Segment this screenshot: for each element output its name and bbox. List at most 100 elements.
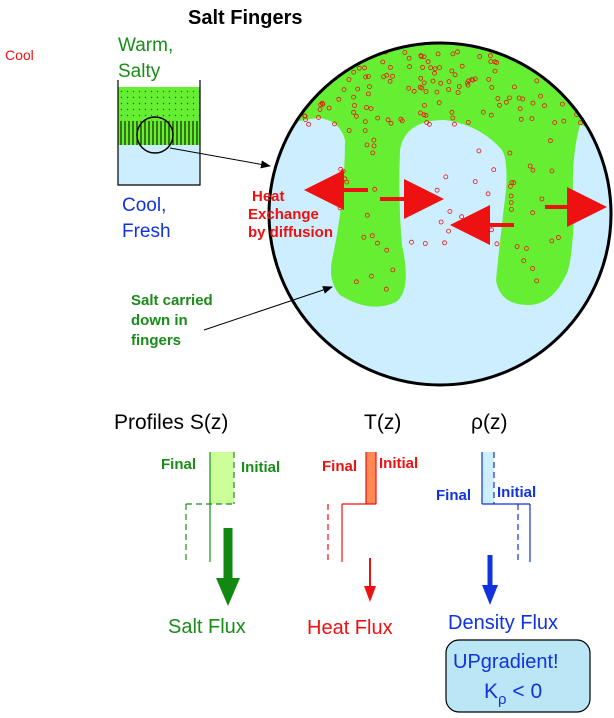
salt-particle	[477, 54, 483, 59]
salt-particle	[302, 113, 308, 119]
salt-particle	[464, 80, 470, 86]
salt-particle	[423, 89, 429, 94]
salt-particle	[330, 47, 336, 53]
beaker-bottom-label-line2: Fresh	[122, 221, 171, 242]
salt-particle	[304, 52, 309, 58]
salt-particle	[390, 73, 395, 79]
salt-particle	[351, 69, 357, 75]
salt-particle	[530, 100, 536, 106]
salt-particle	[294, 75, 300, 81]
salt-particle	[524, 245, 529, 251]
salt-particle	[367, 84, 372, 89]
diagram-title: Salt Fingers	[188, 7, 302, 29]
salt-particle	[370, 150, 376, 156]
beaker-top-label-line1: Warm,	[118, 35, 173, 56]
salt-particle	[352, 103, 357, 108]
heat-label-line2: Exchange	[248, 206, 319, 223]
salt-particle	[326, 105, 332, 111]
salt-flux-label: Salt Flux	[168, 616, 246, 638]
callout-k-expression: Kρ < 0	[484, 680, 542, 708]
salt-particle	[455, 90, 461, 95]
salt-particle	[369, 233, 375, 239]
salt-particle	[565, 55, 571, 61]
salt-particle	[380, 59, 386, 65]
salt-particle	[485, 191, 491, 197]
salt-particle	[452, 72, 458, 78]
salt-particle	[508, 193, 514, 199]
salt-particle	[446, 79, 452, 84]
callout-line1: UPgradient!	[453, 651, 559, 673]
salt-particle	[298, 74, 303, 80]
salt-particle	[303, 117, 308, 122]
salt-particle	[534, 78, 540, 84]
salt-particle	[530, 266, 535, 271]
salt-particle	[304, 59, 310, 65]
salt-particle	[549, 49, 555, 55]
salt-particle	[288, 76, 294, 82]
salt-particle	[321, 64, 326, 70]
salt-particle	[422, 241, 428, 246]
salt-particle	[442, 240, 447, 246]
salt-particle	[547, 58, 553, 64]
salt-particle	[411, 88, 417, 94]
t-profile-heading: T(z)	[364, 411, 401, 434]
salt-particle	[305, 58, 311, 63]
salt-particle	[488, 112, 494, 118]
salt-particle	[466, 78, 472, 84]
salt-particle	[438, 80, 444, 86]
salt-particle	[409, 239, 414, 245]
salt-particle	[344, 179, 350, 185]
salt-particle	[507, 150, 513, 156]
salt-particle	[561, 73, 567, 79]
salty-layer-with-fingers	[269, 43, 611, 307]
density-flux-arrow	[482, 555, 498, 605]
salt-particle	[449, 68, 455, 74]
salt-particle	[317, 107, 323, 112]
salt-particle	[384, 247, 390, 253]
salt-particle	[363, 74, 369, 80]
salt-particle	[434, 89, 440, 95]
salt-particle	[488, 59, 494, 64]
salt-particle	[552, 120, 558, 125]
callout-k-symbol: K	[484, 680, 498, 703]
salt-particle	[583, 72, 589, 77]
salt-particle	[443, 174, 449, 180]
salt-particle	[364, 142, 370, 148]
salt-particle	[538, 93, 543, 99]
heat-flux-arrow	[364, 558, 376, 602]
salt-particle	[518, 116, 524, 122]
salt-particle	[423, 113, 429, 118]
salt-particle	[503, 99, 509, 105]
salt-particle	[417, 84, 423, 90]
salt-particle	[514, 244, 520, 249]
salt-particle	[385, 117, 391, 123]
salt-particle	[588, 89, 594, 94]
salt-particle	[578, 120, 583, 126]
salt-particle	[420, 65, 426, 70]
salt-particle	[388, 120, 394, 126]
salt-particle	[364, 105, 369, 110]
salt-particle	[425, 59, 431, 65]
salt-particle	[418, 54, 424, 59]
salt-particle	[572, 94, 577, 99]
salt-particle	[561, 78, 566, 84]
salt-particle	[356, 65, 362, 71]
beaker-zoom-circle	[136, 116, 174, 154]
salt-particle	[506, 95, 512, 101]
salt-particle	[402, 50, 408, 55]
salt-particle	[529, 116, 535, 121]
salt-particle	[508, 206, 514, 212]
salt-particle	[421, 103, 427, 108]
salt-particle	[472, 76, 478, 82]
salt-particle	[317, 76, 323, 82]
salt-particle	[336, 96, 342, 102]
salt-particle	[421, 112, 427, 118]
salt-label-line2: down in	[131, 312, 188, 329]
salt-particle	[511, 180, 517, 186]
salt-particle	[331, 50, 337, 56]
salt-particle	[548, 138, 553, 144]
salt-particle	[387, 78, 393, 84]
salt-particle	[318, 102, 324, 107]
salt-particle	[346, 77, 352, 82]
salt-particle	[583, 61, 589, 67]
